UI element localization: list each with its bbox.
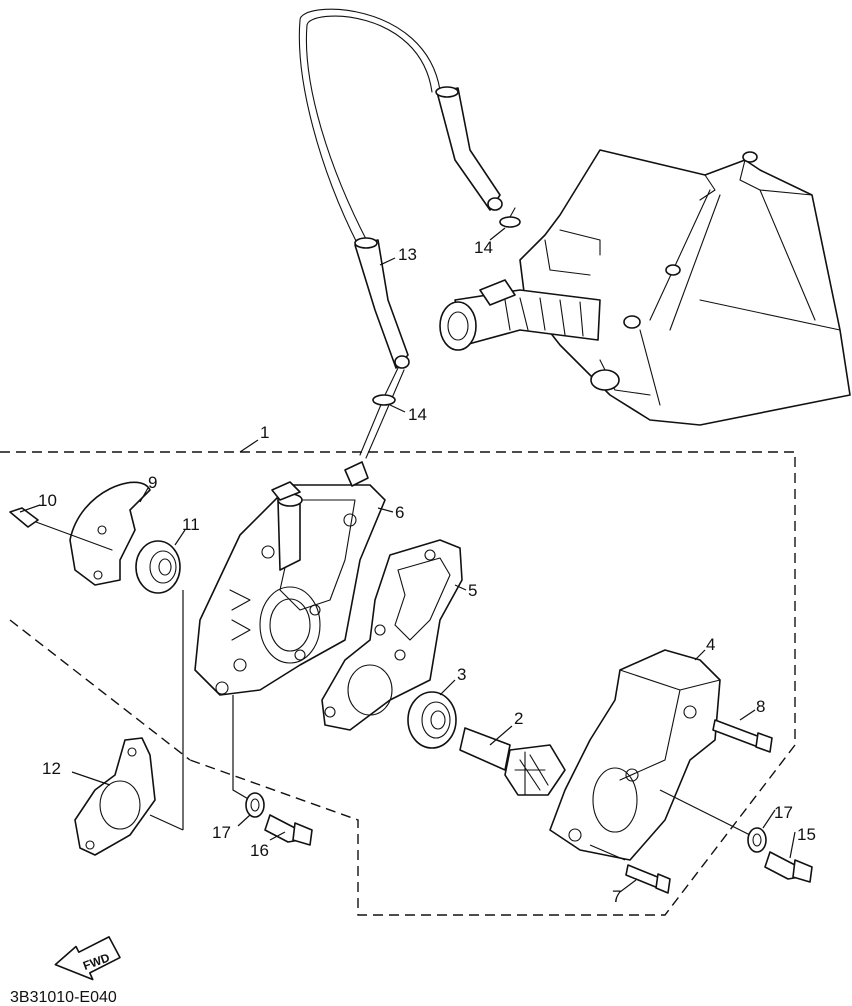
cover-bolt-upper [712,719,773,753]
drain-bolt-left [264,814,313,846]
assembly-boundary [0,451,796,916]
axis-line-housing-left [149,590,184,831]
gasket [321,539,463,731]
callout-6: 6 [395,503,404,522]
callout-15: 15 [797,825,816,844]
axis-line-cover-lower [589,844,626,861]
hose-clamp-upper [499,207,521,228]
plate [69,481,151,586]
forward-direction-arrow: FWD [54,936,121,981]
oil-seal [407,691,457,749]
callout-10: 10 [38,491,57,510]
callout-17-left: 17 [212,823,231,842]
bearing [135,540,181,594]
callout-5: 5 [468,581,477,600]
callout-4: 4 [706,635,715,654]
hose-clamp-lower [372,394,396,406]
callout-3: 3 [457,665,466,684]
callout-leaders [19,227,796,893]
callout-labels: 1 2 3 4 5 6 7 8 9 10 11 12 13 14 14 15 1… [38,238,816,906]
pump-cover [549,649,721,861]
callout-17-right: 17 [774,803,793,822]
impeller-shaft [459,727,566,796]
reservoir-tank-assembly [439,149,851,426]
callout-1: 1 [260,423,269,442]
callout-7: 7 [612,887,621,906]
pump-housing [194,461,386,696]
callout-2: 2 [514,709,523,728]
washer-right [747,827,767,853]
drain-bolt-right [764,851,813,883]
cover-gasket [74,737,156,856]
callout-8: 8 [756,697,765,716]
callout-13: 13 [398,245,417,264]
callout-14-lower: 14 [408,405,427,424]
screw [9,507,113,551]
cover-bolt-lower [625,864,671,894]
callout-12: 12 [42,759,61,778]
callout-9: 9 [148,473,157,492]
axis-line-housing-bolt [232,695,251,801]
axis-line-cover-bolt [659,789,751,836]
callout-14-upper: 14 [474,238,493,257]
diagram-code: 3B31010-E040 [10,989,117,1006]
callout-16: 16 [250,841,269,860]
overflow-hose [298,8,503,459]
callout-11: 11 [182,515,200,534]
washer-left [245,792,265,818]
